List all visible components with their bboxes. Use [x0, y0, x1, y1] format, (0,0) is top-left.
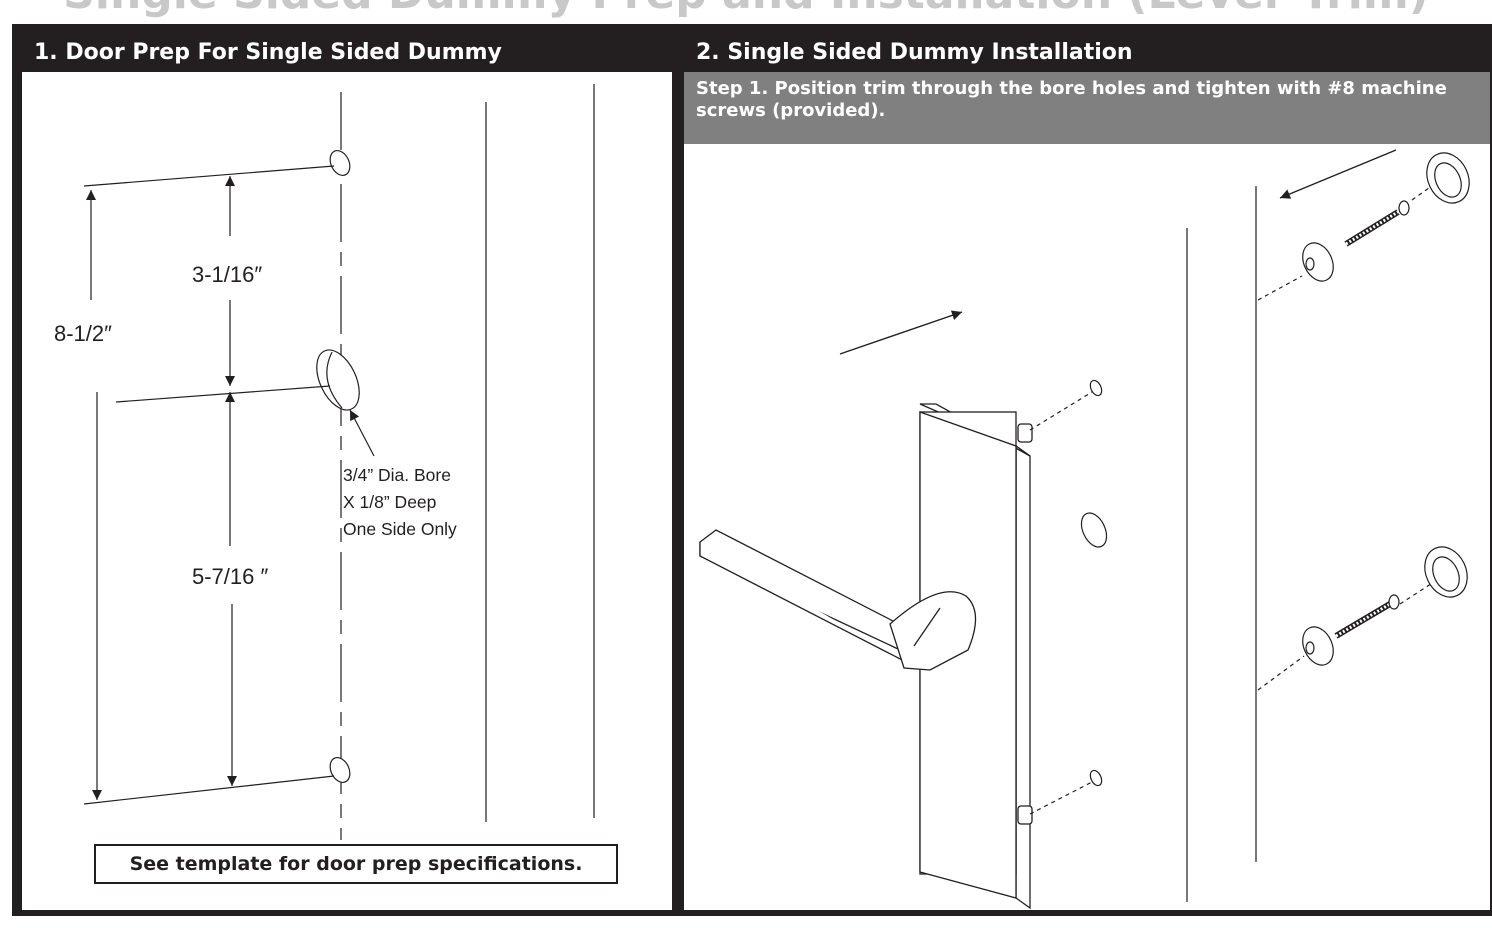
bore-holes: [316, 150, 360, 783]
section-1-title: 1. Door Prep For Single Sided Dummy: [34, 40, 502, 65]
dimension-label-lower: 5-7/16 ″: [192, 564, 269, 589]
door-edge-lines: [485, 84, 595, 822]
bore-callout: 3/4” Dia. Bore X 1/8” Deep One Side Only: [343, 462, 457, 543]
dimension-label-total: 8-1/2″: [54, 321, 112, 346]
dimension-arrows: [86, 176, 375, 800]
section-2-title: 2. Single Sided Dummy Installation: [696, 40, 1133, 65]
dimension-label-upper: 3-1/16″: [192, 262, 263, 287]
dashed-alignment-lines: [1029, 179, 1441, 815]
lever-trim: [699, 403, 1033, 910]
door-edge-lines-install: [1186, 186, 1257, 902]
install-holes: [1080, 379, 1108, 787]
trim-fasteners: [1302, 152, 1470, 666]
bore-callout-line-1: 3/4” Dia. Bore: [343, 465, 451, 485]
page-title-cut-off: Single Sided Dummy Prep and Installation…: [0, 0, 1492, 22]
template-note: See template for door prep specification…: [94, 844, 618, 884]
step-1-instruction: Step 1. Position trim through the bore h…: [696, 78, 1447, 121]
step-band: [684, 72, 1490, 144]
bore-callout-line-3: One Side Only: [343, 519, 457, 539]
bore-callout-line-2: X 1/8” Deep: [343, 492, 437, 512]
installation-panel: [684, 72, 1490, 910]
direction-arrows: [839, 149, 1397, 355]
dimension-extension-lines: [83, 165, 335, 805]
